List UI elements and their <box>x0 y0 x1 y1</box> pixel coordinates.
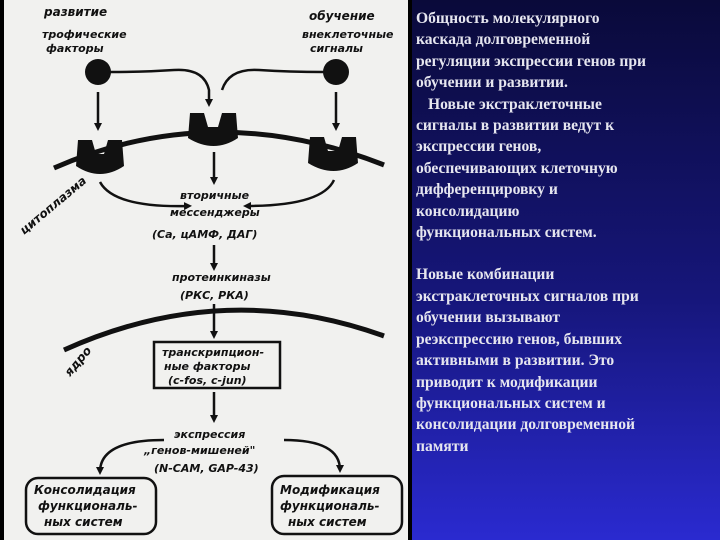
modification-box <box>270 474 404 536</box>
modification-line3: ных систем <box>288 515 367 529</box>
p1-line: сигналы в развитии ведут к <box>416 117 615 135</box>
arrow-to-modification <box>283 438 344 473</box>
p2-line: реэкспрессию генов, бывших <box>416 330 623 348</box>
title-learning: обучение <box>309 9 375 23</box>
p1-line: экспрессии генов, <box>416 138 542 156</box>
p1-line: обеспечивающих клеточную <box>416 159 618 177</box>
p2-line: консолидации долговременной <box>416 416 635 434</box>
title-development: развитие <box>43 5 107 19</box>
arrow-right-to-center <box>220 68 325 91</box>
trophic-factors-line2: факторы <box>46 42 104 55</box>
extracellular-signals-line1: внеклеточные <box>302 28 394 41</box>
description-text: Общность молекулярного каскада долговрем… <box>416 8 716 457</box>
extracellular-signals-line2: сигналы <box>310 42 363 55</box>
expression-line2: „генов-мишеней" <box>143 444 255 457</box>
transcription-line1: транскрипцион- <box>162 346 264 359</box>
p1-line: регуляции экспрессии генов при <box>416 52 647 70</box>
arrow-to-consolidation <box>96 438 165 475</box>
p1-line: обучении и развитии. <box>416 74 568 92</box>
receptor-left <box>76 140 124 174</box>
text-panel-background <box>412 0 720 540</box>
p1-line: дифференцировку и <box>416 181 558 199</box>
p2-line: экстраклеточных сигналов при <box>416 287 639 305</box>
p2-line: Новые комбинации <box>416 266 555 284</box>
messengers-line1: вторичные <box>180 189 250 202</box>
p1-line: консолидацию <box>416 202 520 220</box>
expression-line3: (N-CAM, GAP-43) <box>154 462 259 475</box>
modification-line2: функциональ- <box>280 499 379 513</box>
consolidation-box <box>24 476 158 536</box>
ligand-left <box>85 59 111 85</box>
cytoplasm-label: цитоплазма <box>17 174 89 238</box>
p1-line: Общность молекулярного <box>416 10 600 27</box>
messengers-line2: мессенджеры <box>170 206 260 219</box>
receptor-right <box>308 137 358 171</box>
trophic-factors-line1: трофические <box>42 28 127 41</box>
p1-line: каскада долговременной <box>416 31 591 49</box>
p1-line: Новые экстраклеточные <box>428 95 602 113</box>
paragraph-1: Общность молекулярного каскада долговрем… <box>416 8 716 243</box>
transcription-line3: (c-fos, c-jun) <box>168 374 247 387</box>
modification-line1: Модификация <box>280 483 380 497</box>
molecular-cascade-diagram: развитие обучение трофические факторы вн… <box>4 0 408 540</box>
p2-line: памяти <box>416 437 469 455</box>
transcription-factors-box <box>152 340 282 390</box>
consolidation-line1: Консолидация <box>34 483 136 497</box>
consolidation-line3: ных систем <box>44 515 123 529</box>
receptor-center <box>188 113 238 146</box>
p2-line: приводит к модификации <box>416 373 598 391</box>
p2-line: функциональных систем и <box>416 394 606 412</box>
expression-line1: экспрессия <box>174 428 245 441</box>
consolidation-line2: функциональ- <box>38 499 137 513</box>
transcription-line2: ные факторы <box>164 360 250 373</box>
p2-line: обучении вызывают <box>416 309 560 327</box>
kinases-line2: (РКС, РКА) <box>180 289 249 302</box>
paragraph-2: Новые комбинации экстраклеточных сигнало… <box>416 264 716 457</box>
arrow-left-to-center <box>109 68 213 107</box>
arrow-right-to-messengers <box>243 179 336 210</box>
p1-line: функциональных систем. <box>416 224 597 242</box>
p2-line: активными в развитии. Это <box>416 352 615 370</box>
messengers-line3: (Са, цАМФ, ДАГ) <box>152 228 257 241</box>
diagram-svg: развитие обучение трофические факторы вн… <box>17 5 404 536</box>
ligand-right <box>323 59 349 85</box>
kinases-line1: протеинкиназы <box>172 271 271 284</box>
arrow-left-to-messengers <box>98 181 192 211</box>
nuclear-membrane <box>62 307 385 353</box>
